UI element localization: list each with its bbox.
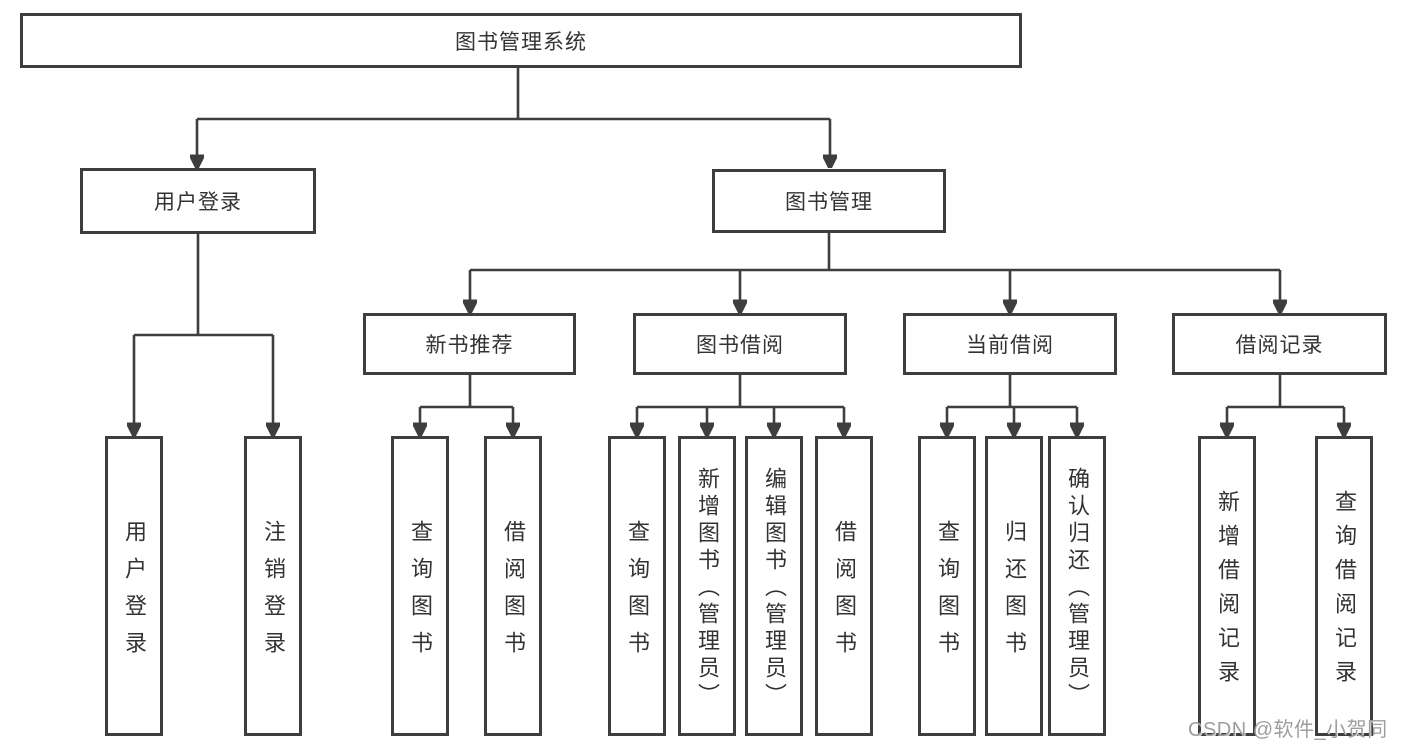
leaf-borrow-query-books-label: 查询图书 (625, 519, 650, 668)
connector-newbook-trunk (420, 375, 513, 409)
connector-mgmt-trunk (470, 232, 1280, 272)
node-book-management-system: 图书管理系统 (20, 13, 1022, 68)
leaf-newbook-query-books: 查询图书 (391, 436, 449, 736)
leaf-newbook-borrow-books-label: 借阅图书 (501, 519, 526, 668)
node-current-borrowing: 当前借阅 (903, 313, 1117, 375)
connector-current-trunk (947, 375, 1077, 409)
node-book-borrowing: 图书借阅 (633, 313, 847, 375)
connector-root-trunk (197, 68, 830, 121)
leaf-current-query-books-label: 查询图书 (935, 519, 960, 668)
leaf-newbook-query-books-label: 查询图书 (408, 519, 433, 668)
leaf-newbook-borrow-books: 借阅图书 (484, 436, 542, 736)
leaf-add-book-admin-label: 新增图书（管理员） (695, 467, 720, 710)
connector-records-trunk (1227, 375, 1344, 409)
leaf-user-login: 用户登录 (105, 436, 163, 736)
leaf-borrow-query-books: 查询图书 (608, 436, 666, 736)
leaf-add-borrow-record: 新增借阅记录 (1198, 436, 1256, 736)
leaf-add-borrow-record-label: 新增借阅记录 (1215, 490, 1240, 694)
leaf-return-books: 归还图书 (985, 436, 1043, 736)
leaf-borrow-books-label: 借阅图书 (832, 519, 857, 668)
leaf-logout: 注销登录 (244, 436, 302, 736)
node-user-login: 用户登录 (80, 168, 316, 234)
leaf-query-borrow-record-label: 查询借阅记录 (1332, 490, 1357, 694)
leaf-edit-book-admin: 编辑图书（管理员） (745, 436, 803, 736)
leaf-confirm-return-admin: 确认归还（管理员） (1048, 436, 1106, 736)
leaf-logout-label: 注销登录 (261, 519, 286, 668)
leaf-return-books-label: 归还图书 (1002, 519, 1027, 668)
leaf-user-login-label: 用户登录 (122, 519, 147, 668)
leaf-confirm-return-admin-label: 确认归还（管理员） (1065, 467, 1090, 710)
csdn-watermark: CSDN @软件_小贺同学 (1188, 719, 1388, 741)
node-book-management: 图书管理 (712, 169, 946, 233)
leaf-add-book-admin: 新增图书（管理员） (678, 436, 736, 736)
leaf-current-query-books: 查询图书 (918, 436, 976, 736)
leaf-query-borrow-record: 查询借阅记录 (1315, 436, 1373, 736)
leaf-edit-book-admin-label: 编辑图书（管理员） (762, 467, 787, 710)
node-new-book-recommend: 新书推荐 (363, 313, 576, 375)
connector-borrow-trunk (637, 375, 844, 409)
node-borrowing-records: 借阅记录 (1172, 313, 1387, 375)
leaf-borrow-books: 借阅图书 (815, 436, 873, 736)
connector-login-trunk (134, 234, 273, 337)
